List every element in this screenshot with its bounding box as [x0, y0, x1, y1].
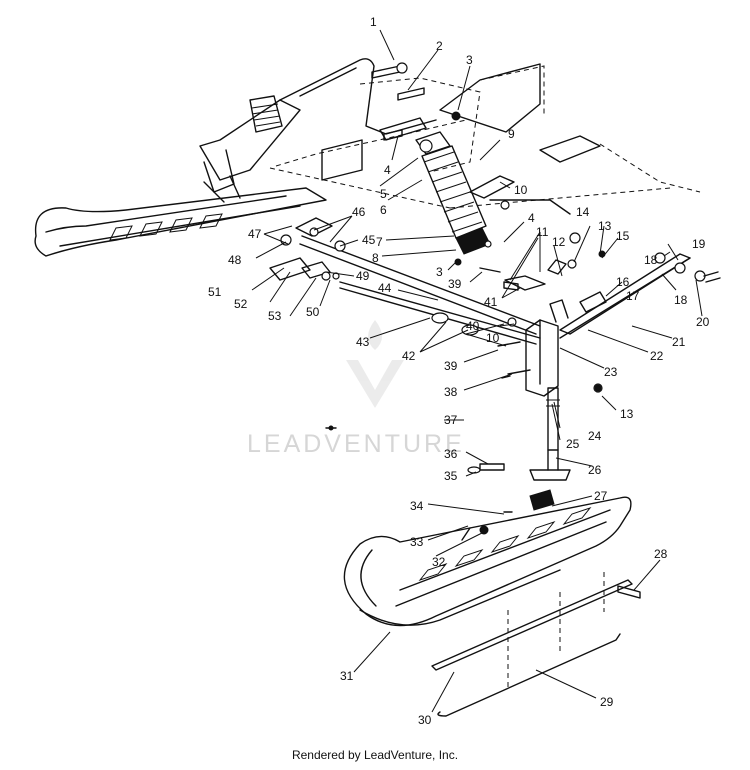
callout-39b: 39: [444, 359, 458, 373]
callout-3b: 3: [436, 265, 443, 279]
callout-50: 50: [306, 305, 320, 319]
callout-25: 25: [566, 437, 580, 451]
leader-lines: [251, 29, 703, 713]
callout-23: 23: [604, 365, 618, 379]
callout-48: 48: [228, 253, 242, 267]
suspension-cross-shafts: [299, 235, 541, 345]
callout-53: 53: [268, 309, 282, 323]
front-frame: [269, 63, 701, 209]
callout-6: 6: [380, 203, 387, 217]
callout-10: 10: [514, 183, 528, 197]
callout-24: 24: [588, 429, 602, 443]
callout-2: 2: [436, 39, 443, 53]
callout-20: 20: [696, 315, 710, 329]
callout-41: 41: [484, 295, 498, 309]
callout-16: 16: [616, 275, 630, 289]
callout-40: 40: [466, 319, 480, 333]
callout-31: 31: [340, 669, 354, 683]
callout-27: 27: [594, 489, 608, 503]
callout-18: 18: [644, 253, 658, 267]
callout-28: 28: [654, 547, 668, 561]
front-ski: [343, 496, 633, 717]
callout-36: 36: [444, 447, 458, 461]
front-shock-absorber: [415, 131, 491, 255]
callout-42: 42: [402, 349, 416, 363]
rear-ski-assembly: [34, 58, 467, 257]
callout-12: 12: [552, 235, 566, 249]
callout-34: 34: [410, 499, 424, 513]
callout-5: 5: [380, 187, 387, 201]
callout-35: 35: [444, 469, 458, 483]
callout-46: 46: [352, 205, 366, 219]
callout-13b: 13: [620, 407, 634, 421]
callout-47: 47: [248, 227, 262, 241]
callout-52: 52: [234, 297, 248, 311]
callout-10b: 10: [486, 331, 500, 345]
callout-39: 39: [448, 277, 462, 291]
watermark-text: LEADVENTURE: [247, 430, 465, 458]
callout-1: 1: [370, 15, 377, 29]
tie-rod: [559, 252, 721, 339]
callout-9: 9: [508, 127, 515, 141]
callout-13: 13: [598, 219, 612, 233]
callout-51: 51: [208, 285, 222, 299]
callout-11: 11: [536, 225, 549, 239]
callout-43: 43: [356, 335, 370, 349]
callout-30: 30: [418, 713, 432, 727]
callout-4: 4: [384, 163, 391, 177]
callout-3: 3: [466, 53, 473, 67]
rendered-by-footer: Rendered by LeadVenture, Inc.: [291, 748, 459, 762]
callout-29: 29: [600, 695, 614, 709]
left-mount-brackets: [269, 217, 346, 281]
callout-21: 21: [672, 335, 686, 349]
callout-37: 37: [444, 413, 458, 427]
callout-18b: 18: [674, 293, 688, 307]
callout-19: 19: [692, 237, 706, 251]
callout-15: 15: [616, 229, 630, 243]
callout-14: 14: [576, 205, 590, 219]
callout-49: 49: [356, 269, 370, 283]
callout-33: 33: [410, 535, 424, 549]
callout-7: 7: [376, 235, 383, 249]
callout-32: 32: [432, 555, 446, 569]
callout-4b: 4: [528, 211, 535, 225]
callout-44: 44: [378, 281, 392, 295]
steering-linkage: [469, 175, 603, 393]
watermark-logo: [346, 320, 404, 408]
callout-45: 45: [362, 233, 376, 247]
callout-26: 26: [588, 463, 602, 477]
callout-labels: 1 2 3 4 4 5 6 7 8 3 9 10 10 11 12 13 13 …: [208, 15, 710, 727]
callout-22: 22: [650, 349, 664, 363]
callout-17: 17: [626, 289, 640, 303]
callout-8: 8: [372, 251, 379, 265]
ski-spindle: [525, 299, 571, 481]
callout-38: 38: [444, 385, 458, 399]
